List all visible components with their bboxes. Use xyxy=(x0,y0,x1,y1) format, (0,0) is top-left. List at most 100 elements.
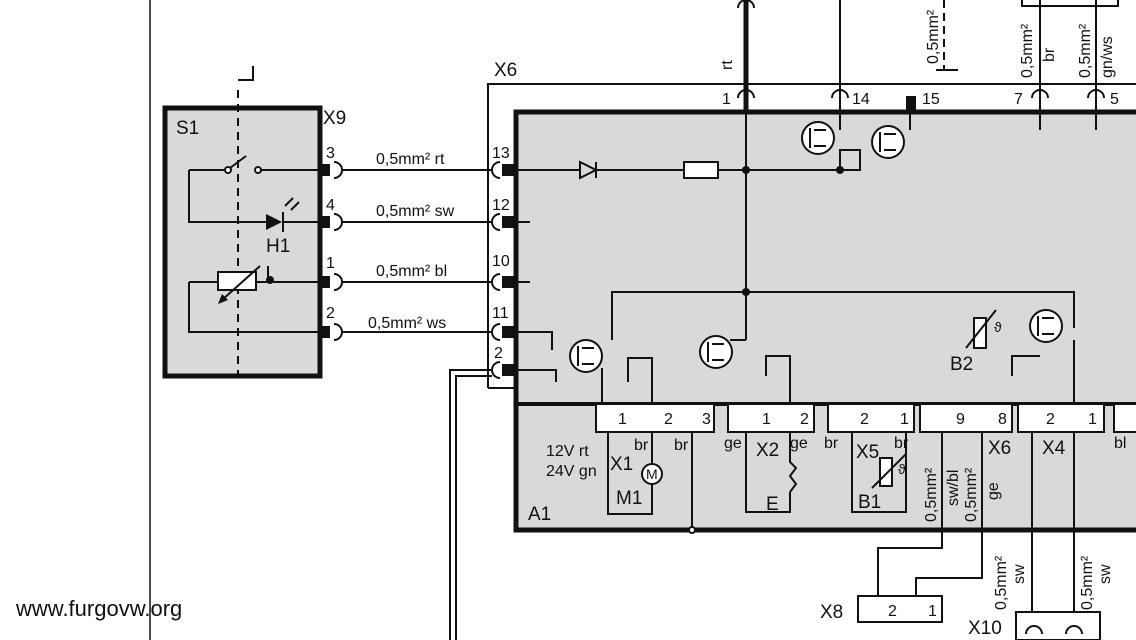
x6-pin-12: 12 xyxy=(492,197,510,214)
wire-label-bl: 0,5mm² bl xyxy=(376,263,447,280)
switch-contact-a xyxy=(224,166,232,174)
wire-x10-color-2: sw xyxy=(1097,564,1114,584)
x4-connector: 2 1 xyxy=(1017,403,1105,433)
a1-label: A1 xyxy=(528,504,551,525)
led-h1-diode xyxy=(266,214,282,230)
s1-label: S1 xyxy=(176,118,199,139)
x6b-wire-size-1: 0,5mm² xyxy=(923,467,940,522)
led-ray-2 xyxy=(290,201,300,211)
b1-label: B1 xyxy=(858,492,881,513)
switch-lever xyxy=(229,155,247,169)
top-pin-5-size: 0,5mm² xyxy=(1077,23,1094,78)
x5-label: X5 xyxy=(856,442,879,463)
top-pin-14: 14 xyxy=(852,91,870,108)
x1-voltage-24v: 24V gn xyxy=(546,463,597,480)
led-ray-1 xyxy=(284,197,294,207)
x8-label: X8 xyxy=(820,602,843,623)
x6-pin-13: 13 xyxy=(492,145,510,162)
resistor xyxy=(683,161,719,179)
svg-text:1: 1 xyxy=(900,411,909,428)
x6-top-label: X6 xyxy=(494,60,517,81)
b1-sensor xyxy=(879,457,893,487)
heater-element-e xyxy=(788,432,798,493)
svg-text:1: 1 xyxy=(928,603,937,620)
x6-bottom-label: X6 xyxy=(988,438,1011,459)
mosfet-3 xyxy=(569,339,603,373)
pot-arrow xyxy=(221,265,261,301)
svg-text:8: 8 xyxy=(998,411,1007,428)
b2-theta: ϑ xyxy=(994,319,1002,335)
mosfet-5 xyxy=(1029,309,1063,343)
x6b-wire-color-1: sw/bl xyxy=(945,470,962,506)
x9-pin-3: 3 xyxy=(326,145,335,162)
svg-text:1: 1 xyxy=(1088,411,1097,428)
b2-label: B2 xyxy=(950,354,973,375)
x8-connector: 2 1 xyxy=(857,595,943,623)
s1-box xyxy=(162,105,323,379)
top-pin-7-size: 0,5mm² xyxy=(1019,23,1036,78)
top-wire-rt: rt xyxy=(719,60,736,70)
x6-bottom-connector: 9 8 xyxy=(919,403,1013,433)
top-pin-7: 7 xyxy=(1014,91,1023,108)
svg-text:2: 2 xyxy=(888,603,897,620)
s1-actuator-handle xyxy=(238,66,254,81)
mosfet-1 xyxy=(801,121,835,155)
svg-text:9: 9 xyxy=(956,411,965,428)
mosfet-4 xyxy=(699,335,733,369)
svg-text:2: 2 xyxy=(664,411,673,428)
x9-label: X9 xyxy=(323,108,346,129)
top-pin-5-color: gn/ws xyxy=(1099,36,1116,78)
x1-connector: 1 2 3 xyxy=(595,403,715,433)
x6b-wire-size-2: 0,5mm² xyxy=(963,467,980,522)
wire-label-ws: 0,5mm² ws xyxy=(368,315,446,332)
x6b-wire-color-2: ge xyxy=(985,482,1002,500)
x10-label: X10 xyxy=(968,618,1002,639)
x2-label: X2 xyxy=(756,440,779,461)
svg-text:3: 3 xyxy=(702,411,711,428)
wire-x10-size-2: 0,5mm² xyxy=(1079,555,1096,610)
x2-wire-ge-1: ge xyxy=(724,435,742,452)
x4-label: X4 xyxy=(1042,438,1066,459)
wire-label-sw: 0,5mm² sw xyxy=(376,203,455,220)
svg-text:2: 2 xyxy=(1046,411,1055,428)
element-e-label: E xyxy=(766,494,779,515)
x1-wire-br-1: br xyxy=(634,437,649,454)
x10-connector xyxy=(1015,611,1101,640)
wire-label-rt: 0,5mm² rt xyxy=(376,151,445,168)
top-pin-5: 5 xyxy=(1110,91,1119,108)
top-pin-15: 15 xyxy=(922,91,940,108)
svg-text:2: 2 xyxy=(800,411,809,428)
x6-pin-11: 11 xyxy=(492,305,509,322)
svg-text:1: 1 xyxy=(762,411,771,428)
h1-label: H1 xyxy=(266,236,290,257)
x2-connector: 1 2 xyxy=(727,403,815,433)
wire-x10-color-1: sw xyxy=(1011,564,1028,584)
b1-theta: ϑ xyxy=(898,461,906,477)
diode xyxy=(579,160,599,180)
x6-pin-2: 2 xyxy=(494,345,503,362)
svg-text:2: 2 xyxy=(860,411,869,428)
x9-pin-4: 4 xyxy=(326,197,335,214)
watermark-text: www.furgovw.org xyxy=(15,596,182,621)
x1-wire-br-2: br xyxy=(674,437,689,454)
x5-connector: 2 1 xyxy=(827,403,915,433)
top-pin-1: 1 xyxy=(722,91,731,108)
x1-label: X1 xyxy=(610,454,633,475)
top-pin-15-size: 0,5mm² xyxy=(925,9,942,64)
m1-label: M1 xyxy=(616,488,642,509)
x1-voltage-12v: 12V rt xyxy=(546,443,589,460)
x9-pin-2: 2 xyxy=(326,305,335,322)
wire-x10-size-1: 0,5mm² xyxy=(993,555,1010,610)
b2-thermistor xyxy=(973,317,987,349)
top-pin-7-color: br xyxy=(1041,47,1058,62)
mosfet-2 xyxy=(871,125,905,159)
x9-pin-1: 1 xyxy=(326,255,335,272)
switch-contact-b xyxy=(254,166,262,174)
motor-symbol: M xyxy=(646,466,658,482)
x6-pin-10: 10 xyxy=(492,253,510,270)
svg-text:1: 1 xyxy=(618,411,627,428)
x6-outline xyxy=(487,83,1136,388)
x2-wire-ge-2: ge xyxy=(790,435,808,452)
x4-wire-bl: bl xyxy=(1114,435,1126,452)
